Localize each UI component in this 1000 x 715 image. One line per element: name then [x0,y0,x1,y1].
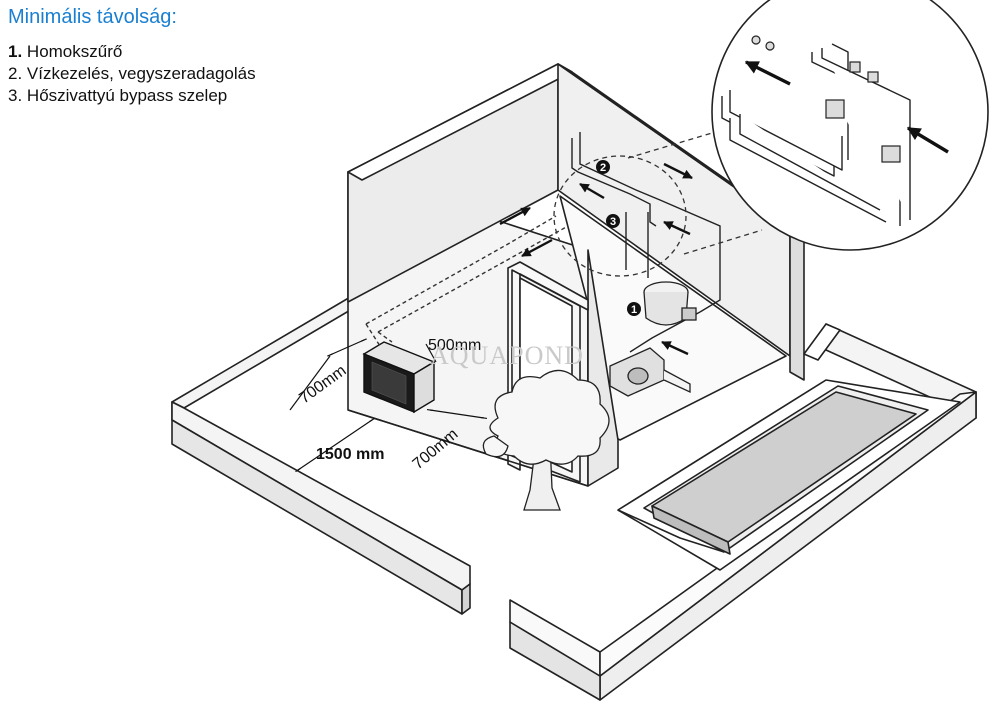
legend-item-bypass-valve: 3. Hőszivattyú bypass szelep [8,85,256,107]
pipework [571,132,721,353]
legend-item-water-treatment: 2. Vízkezelés, vegyszeradagolás [8,63,256,85]
marker-1-label: 1 [631,304,637,316]
dim-500mm: 500mm [428,337,481,354]
legend-item-number: 1. [8,42,23,61]
marker-2-label: 2 [600,162,606,174]
pump [609,347,691,397]
legend-item-label: Hőszivattyú bypass szelep [22,86,228,105]
marker-3-label: 3 [610,216,616,228]
legend-item-sand-filter: 1. Homokszűrő [8,41,256,63]
legend-item-label: Homokszűrő [22,42,123,61]
pipe-route [365,215,569,347]
sand-filter [643,281,697,326]
watermark: AQUAPOND [430,341,584,370]
legend-title: Minimális távolság: [8,6,177,28]
garden-wall [171,295,471,615]
heat-pump-unit [362,341,436,414]
detail-zoom [711,0,989,251]
marker-3: 3 [606,214,620,228]
pool-wall [509,323,977,701]
flow-arrows [499,162,693,356]
tree [482,369,610,511]
legend-item-label: Vízkezelés, vegyszeradagolás [22,64,256,83]
marker-1: 1 [627,302,641,316]
legend-item-number: 2. [8,64,23,83]
legend-list: 1. Homokszűrő 2. Vízkezelés, vegyszerada… [8,41,256,107]
detail-callout [553,129,763,277]
legend-item-number: 3. [8,86,23,105]
dim-1500mm: 1500 mm [316,446,385,463]
legend: Minimális távolság: 1. Homokszűrő 2. Víz… [8,6,256,107]
dim-700mm-left: 700mm [296,362,349,407]
dimension-lines [289,338,488,473]
marker-2: 2 [596,160,610,174]
